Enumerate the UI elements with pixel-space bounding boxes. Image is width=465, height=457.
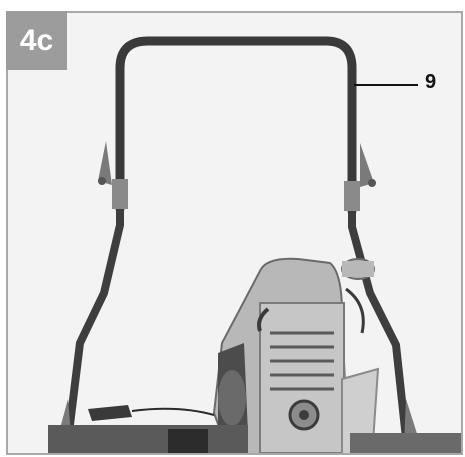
- callout-number: 9: [425, 71, 437, 93]
- right-clamp: [344, 143, 376, 211]
- lawnmower-handle-photo: [6, 11, 463, 455]
- handle-upper-bar: [115, 36, 357, 216]
- left-clamp: [98, 141, 128, 209]
- engine-photo: [212, 257, 380, 453]
- handle-left-tube: [62, 205, 124, 453]
- mower-deck: [48, 405, 461, 453]
- photo-illustration: [8, 13, 461, 453]
- handle-right-tube: [348, 207, 412, 453]
- step-badge: 4c: [6, 11, 67, 70]
